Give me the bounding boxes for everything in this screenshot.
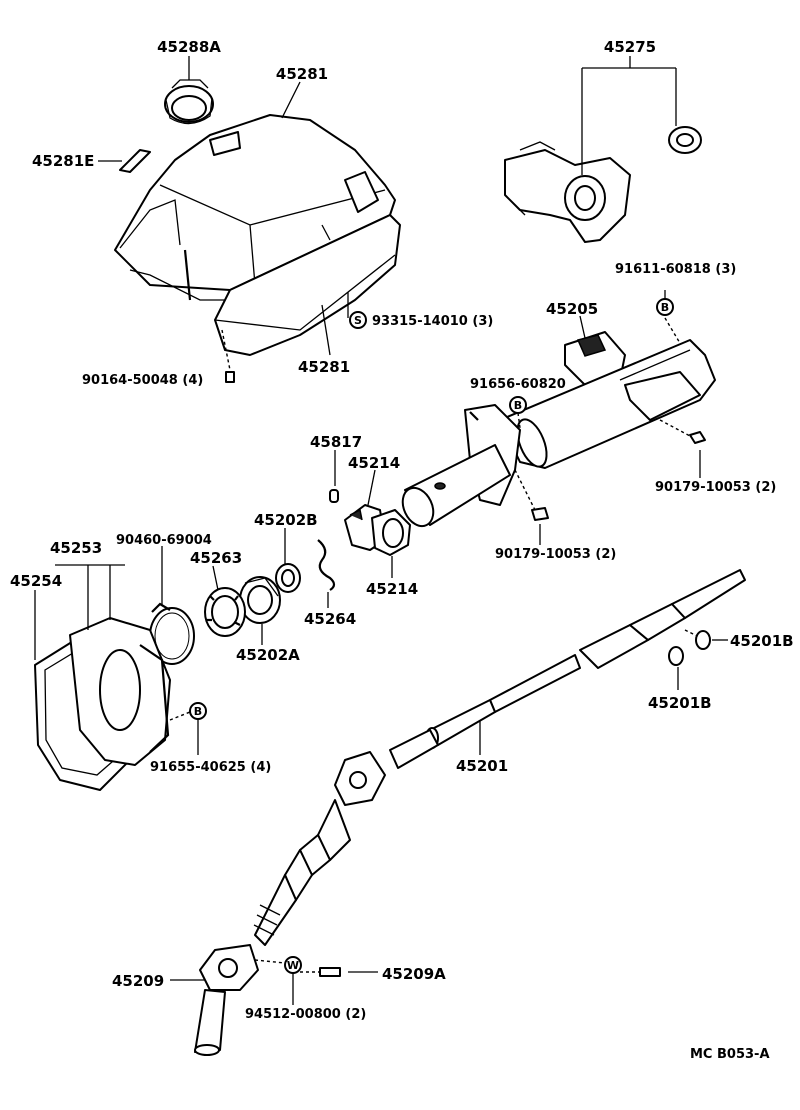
label-45254: 45254	[10, 572, 62, 590]
label-90164: 90164-50048 (4)	[82, 373, 203, 388]
part-45275-lock-housing	[504, 141, 631, 243]
part-45202B-ring	[275, 563, 301, 593]
label-90179-right: 90179-10053 (2)	[655, 480, 776, 495]
label-94512: 94512-00800 (2)	[245, 1007, 366, 1022]
leader-91655-dash	[169, 711, 191, 721]
leader-45263	[212, 565, 219, 591]
part-45817-clip	[329, 489, 339, 503]
part-45201B-washer-bottom	[668, 646, 684, 666]
part-45201-shaft	[389, 569, 746, 769]
callout-w-label: W	[287, 959, 299, 972]
part-45209A-bolt	[300, 967, 341, 977]
label-45281E: 45281E	[32, 152, 94, 170]
label-45201B-right: 45201B	[730, 632, 794, 650]
part-45275-bushing-ring	[668, 126, 702, 154]
part-45288A-ring	[164, 79, 214, 125]
part-45264-spring	[317, 539, 336, 591]
leader-45275-bracket	[581, 56, 677, 175]
leader-45205	[579, 315, 586, 339]
callout-s-93315	[349, 311, 367, 329]
callout-b-label: B	[194, 705, 202, 718]
part-universal-joint-upper	[317, 751, 386, 861]
label-45214-top: 45214	[348, 454, 400, 472]
leader-45201B-right-dash	[684, 629, 698, 637]
label-45202B: 45202B	[254, 511, 318, 529]
diagram-code: MC B053-A	[690, 1047, 770, 1062]
callout-b-label: B	[661, 301, 669, 314]
label-45281-bottom: 45281	[298, 358, 350, 376]
part-45201B-washer-right	[695, 630, 711, 650]
part-column-lower-sleeve	[401, 444, 511, 528]
part-45263-ring	[204, 587, 246, 637]
label-90460: 90460-69004	[116, 533, 212, 548]
part-45281E-plate	[119, 149, 151, 173]
label-45275: 45275	[604, 38, 656, 56]
label-45264: 45264	[304, 610, 356, 628]
label-93315: 93315-14010 (3)	[372, 314, 493, 329]
part-45214-bearing-lower	[371, 509, 411, 556]
part-lower-shaft	[253, 834, 331, 946]
part-90179-nut-right	[659, 419, 706, 444]
label-45201: 45201	[456, 757, 508, 775]
label-45817: 45817	[310, 433, 362, 451]
label-45205: 45205	[546, 300, 598, 318]
label-45209: 45209	[112, 972, 164, 990]
label-91655: 91655-40625 (4)	[150, 760, 271, 775]
callout-s-label: S	[354, 314, 362, 327]
leader-91656	[517, 412, 521, 429]
label-45201B-bottom: 45201B	[648, 694, 712, 712]
label-91656: 91656-60820	[470, 377, 566, 392]
part-45202A-bearing	[239, 576, 281, 624]
part-90164-screw	[221, 329, 235, 383]
part-45253-boot	[69, 617, 171, 766]
part-90179-nut-middle	[514, 469, 549, 521]
part-90460-hose-clamp	[149, 602, 195, 665]
leader-91611	[664, 317, 691, 361]
label-45263: 45263	[190, 549, 242, 567]
label-45214-bottom: 45214	[366, 580, 418, 598]
part-45281-lower-cover	[214, 214, 401, 356]
label-45253: 45253	[50, 539, 102, 557]
label-90179-middle: 90179-10053 (2)	[495, 547, 616, 562]
part-45281-upper-cover	[114, 114, 396, 301]
part-45209-universal-joint	[194, 944, 259, 1056]
label-45288A: 45288A	[157, 38, 221, 56]
label-45202A: 45202A	[236, 646, 300, 664]
leader-45281-top	[281, 81, 301, 119]
label-45209A: 45209A	[382, 965, 446, 983]
label-91611: 91611-60818 (3)	[615, 262, 736, 277]
leader-94512-dash	[254, 959, 286, 964]
leader-45253-45254	[34, 564, 125, 660]
leader-45281-bottom	[321, 304, 331, 356]
label-45281-top: 45281	[276, 65, 328, 83]
callout-b-label: B	[514, 399, 522, 412]
leader-45214-top	[367, 469, 376, 506]
